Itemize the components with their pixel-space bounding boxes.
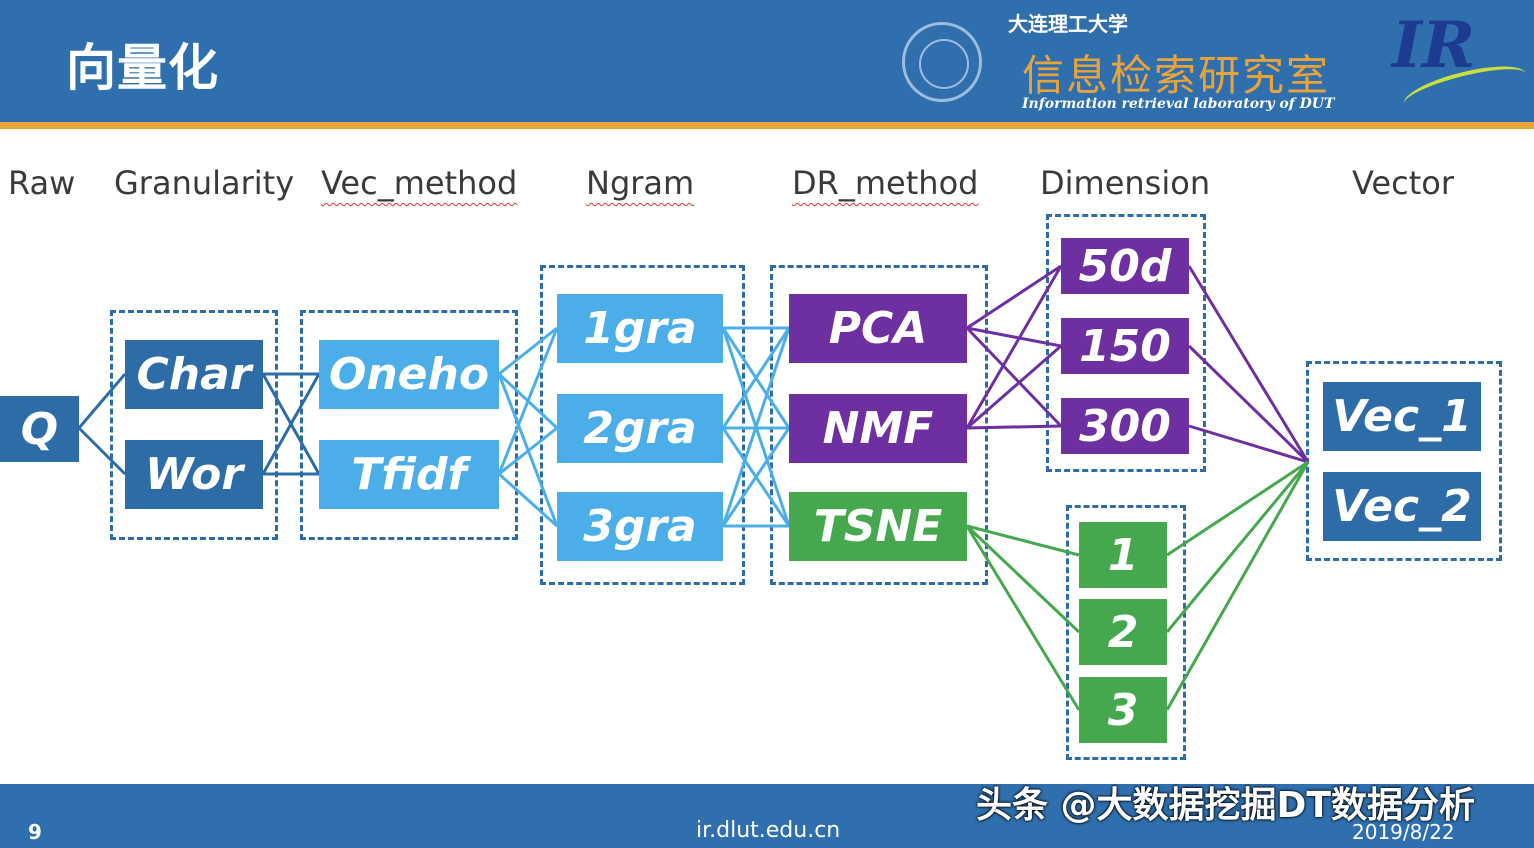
university-seal-icon	[902, 22, 982, 102]
lab-name-en: Information retrieval laboratory of DUT	[1022, 96, 1335, 112]
node-char: Char	[125, 340, 263, 409]
edges-dr-dimension-green	[965, 524, 1081, 711]
node-dim-50d: 50d	[1061, 238, 1189, 294]
node-vec-2: Vec_2	[1323, 472, 1481, 541]
university-name: 大连理工大学	[1008, 12, 1128, 36]
node-dim-1: 1	[1079, 522, 1167, 588]
edges-granularity-vec	[261, 372, 321, 476]
column-label-ngram: Ngram	[586, 164, 695, 202]
node-1gram: 1gra	[557, 294, 723, 363]
footer-bar	[0, 784, 1534, 848]
edges-raw-granularity	[77, 373, 127, 476]
lab-name-cn: 信息检索研究室	[1022, 51, 1331, 100]
edges-ngram-dr	[721, 326, 791, 528]
column-label-vec-method: Vec_method	[321, 164, 518, 202]
node-vec-1: Vec_1	[1323, 382, 1481, 451]
node-3gram: 3gra	[557, 492, 723, 561]
node-q: Q	[0, 396, 79, 462]
node-word: Wor	[125, 440, 263, 509]
edges-vec-ngram	[497, 326, 559, 528]
column-label-granularity: Granularity	[114, 164, 295, 202]
node-nmf: NMF	[789, 394, 967, 463]
footer-date: 2019/8/22	[1352, 820, 1455, 844]
node-onehot: Oneho	[319, 340, 499, 409]
header-accent-line	[0, 122, 1534, 129]
node-dim-300: 300	[1061, 398, 1189, 454]
node-tfidf: Tfidf	[319, 440, 499, 509]
column-label-dimension: Dimension	[1040, 164, 1211, 202]
node-2gram: 2gra	[557, 394, 723, 463]
page-number: 9	[28, 820, 42, 844]
column-label-vector: Vector	[1352, 164, 1454, 202]
ngram-group	[540, 265, 745, 585]
watermark: 头条 @大数据挖掘DT数据分析	[976, 785, 1475, 826]
header-bar	[0, 0, 1534, 122]
node-dim-2: 2	[1079, 599, 1167, 665]
slide-title: 向量化	[66, 39, 219, 97]
node-dim-150: 150	[1061, 318, 1189, 374]
dr-method-group	[770, 265, 988, 585]
edges-dimension-vector-purple	[1187, 265, 1310, 464]
footer-url: ir.dlut.edu.cn	[696, 818, 841, 843]
edges-dr-dimension-purple	[965, 264, 1063, 430]
vec-method-group	[300, 310, 518, 540]
ir-logo: IR	[1392, 8, 1476, 83]
column-label-raw: Raw	[8, 164, 76, 202]
node-dim-3: 3	[1079, 677, 1167, 743]
node-pca: PCA	[789, 294, 967, 363]
dimension-group-tsne	[1066, 505, 1186, 760]
granularity-group	[110, 310, 278, 540]
column-label-dr-method: DR_method	[792, 164, 979, 202]
edges-dimension-vector-green	[1165, 460, 1310, 711]
node-tsne: TSNE	[789, 492, 967, 561]
